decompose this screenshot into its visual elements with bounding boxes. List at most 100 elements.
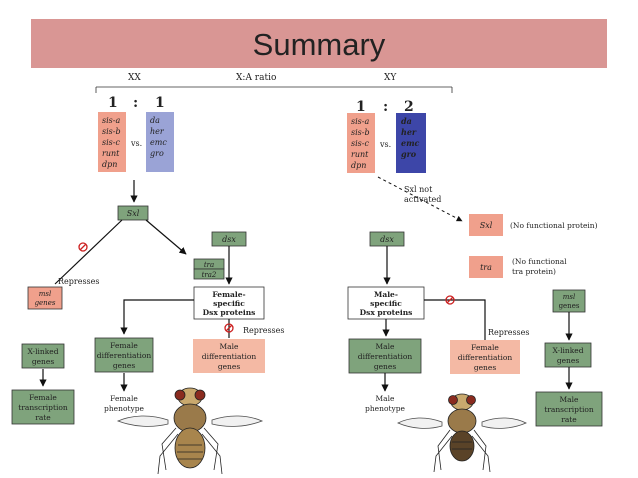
male-ratio: 1 : 2 <box>356 99 414 115</box>
male-dsx-to-female-diff-line <box>424 299 486 340</box>
male-tra-label: tra <box>480 263 492 272</box>
male-tra-box <box>469 256 503 278</box>
svg-text:her: her <box>401 127 417 137</box>
xa-ratio-header: XX X:A ratio XY <box>95 73 453 93</box>
female-phenotype-label-1: Female <box>110 394 138 403</box>
male-dsx-proteins-box <box>347 286 425 320</box>
sxl-not-activated-dashed-arrow <box>377 176 463 222</box>
female-x-linked-box <box>21 343 65 369</box>
male-diff-label-2: differentiation <box>358 352 413 361</box>
female-x-signal-genes: sis-a sis-b sis-c runt dpn <box>102 116 121 169</box>
male-vs: vs. <box>379 140 391 149</box>
male-tra-note-1: (No functional <box>512 257 567 266</box>
female-dsx-proteins-label-1: Female- <box>212 290 245 299</box>
slide-title: Summary <box>252 27 386 62</box>
female-diff-label-1: Female <box>110 341 138 350</box>
male-msl-label: msl <box>563 293 575 301</box>
male-autosome-genes: da her emc gro <box>401 116 420 159</box>
male-ratio-colon: : <box>383 99 388 115</box>
female-transcription-label-1: Female <box>29 393 57 402</box>
male-phenotype-label-2: phenotype <box>365 404 405 413</box>
inhibit-sxl-msl-icon <box>78 242 88 252</box>
female-ratio-right: 1 <box>155 95 165 111</box>
male-tra-note-2: tra protein) <box>512 267 556 276</box>
female-ratio-left: 1 <box>108 95 118 111</box>
xa-ratio-label: X:A ratio <box>236 73 276 83</box>
male-x-linked-box <box>544 342 592 368</box>
male-transcription-label-2: transcription <box>544 405 594 414</box>
male-represses-label: Represses <box>488 328 530 337</box>
male-sxl-box <box>469 214 503 236</box>
female-diff-genes-box <box>94 337 154 373</box>
svg-text:dpn: dpn <box>102 160 117 169</box>
female-male-diff-label-3: genes <box>218 362 241 371</box>
female-autosome-box <box>146 112 174 172</box>
female-ratio-colon: : <box>133 95 138 111</box>
svg-text:dpn: dpn <box>351 161 366 170</box>
represses-label-2: Represses <box>243 326 285 335</box>
female-dsx-proteins-box <box>193 286 265 320</box>
female-vs: vs. <box>130 139 142 148</box>
dsx-to-female-diff-arrow <box>120 299 194 335</box>
female-autosome-genes: da her emc gro <box>150 116 167 158</box>
female-transcription-label-3: rate <box>35 413 51 422</box>
female-msl-label: msl <box>39 290 51 298</box>
tra-label: tra <box>204 261 214 269</box>
svg-text:gro: gro <box>401 149 417 159</box>
male-transcription-label-1: Male <box>560 395 580 404</box>
male-x-signal-box <box>347 113 375 173</box>
male-sxl-label: Sxl <box>480 221 493 230</box>
title-banner: Summary <box>31 19 607 68</box>
sxl-box <box>117 205 149 221</box>
sxl-to-tra-arrow <box>145 219 187 255</box>
sxl-label: Sxl <box>127 209 140 218</box>
svg-text:sis-c: sis-c <box>102 138 120 147</box>
svg-text:runt: runt <box>351 150 369 159</box>
svg-text:sis-c: sis-c <box>351 139 369 148</box>
male-dsx-label: dsx <box>380 235 394 244</box>
male-diff-label-3: genes <box>374 362 397 371</box>
sxl-not-label-2: activated <box>404 195 441 204</box>
male-female-diff-label-2: differentiation <box>458 353 513 362</box>
svg-text:sis-b: sis-b <box>351 128 370 137</box>
female-diff-label-3: genes <box>113 361 136 370</box>
female-dsx-label: dsx <box>222 235 236 244</box>
inhibit-male-dsx-icon <box>445 295 455 305</box>
svg-text:runt: runt <box>102 149 120 158</box>
female-dsx-proteins-label-3: Dsx proteins <box>203 308 256 317</box>
female-ratio: 1 : 1 <box>108 95 165 111</box>
sxl-not-label-1: Sxl not <box>404 185 433 194</box>
svg-text:sis-a: sis-a <box>102 116 120 125</box>
male-female-diff-label-1: Female <box>471 343 499 352</box>
male-x-linked-label: X-linked <box>552 346 583 355</box>
male-phenotype-label-1: Male <box>376 394 396 403</box>
male-transcription-box <box>535 391 603 427</box>
female-diff-label-2: differentiation <box>97 351 152 360</box>
male-transcription-label-3: rate <box>561 415 577 424</box>
sxl-to-msl-line <box>54 219 123 285</box>
represses-label-1: Represses <box>58 277 100 286</box>
male-female-diff-label-3: genes <box>474 363 497 372</box>
svg-text:emc: emc <box>401 138 420 148</box>
female-x-linked-label: X-linked <box>27 347 58 356</box>
female-dsx-proteins-label-2: specific <box>213 299 245 308</box>
svg-text:sis-a: sis-a <box>351 117 369 126</box>
male-msl-genes-label: genes <box>559 302 580 310</box>
tra2-box <box>193 268 225 280</box>
svg-text:gro: gro <box>150 149 164 158</box>
male-autosome-box <box>396 113 426 173</box>
male-ratio-right: 2 <box>404 99 414 115</box>
female-phenotype-label-2: phenotype <box>104 404 144 413</box>
female-male-diff-label-1: Male <box>220 342 240 351</box>
male-x-signal-genes: sis-a sis-b sis-c runt dpn <box>351 117 370 170</box>
male-ratio-left: 1 <box>356 99 366 115</box>
svg-text:da: da <box>150 116 160 125</box>
male-diff-label-1: Male <box>376 342 396 351</box>
xx-label: XX <box>128 73 141 83</box>
female-male-diff-label-2: differentiation <box>202 352 257 361</box>
xy-label: XY <box>384 73 397 83</box>
male-x-linked-genes-label: genes <box>557 356 580 365</box>
female-msl-genes-box <box>27 286 63 310</box>
tra2-label: tra2 <box>202 271 217 279</box>
female-male-diff-genes-box <box>193 339 265 373</box>
